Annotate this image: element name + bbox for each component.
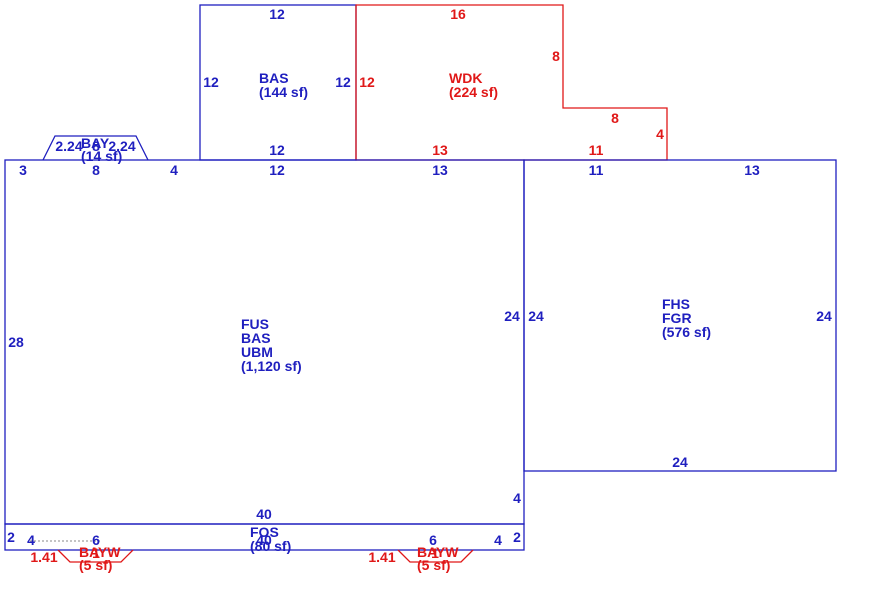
dim-main-bottom: 40	[256, 506, 272, 522]
dim-wdk-top: 16	[450, 6, 466, 22]
bayw-left-code: BAYW	[79, 544, 121, 560]
dim-fos-right: 2	[513, 529, 521, 545]
dim-bas-left: 12	[203, 74, 219, 90]
bay-top-outline	[42, 135, 149, 161]
dim-wdk-right: 8	[552, 48, 560, 64]
bayw-right-area: (5 sf)	[417, 557, 450, 573]
dim-main-top-b: 8	[92, 162, 100, 178]
dim-garage-right: 24	[816, 308, 832, 324]
dim-bay-top: 8	[92, 138, 100, 154]
wdk-area: (224 sf)	[449, 84, 498, 100]
dim-fos-c: 6	[429, 532, 437, 548]
dim-wdk-step: 8	[611, 110, 619, 126]
bayw-left-area: (5 sf)	[79, 557, 112, 573]
dim-bayw-left-a: 1	[92, 545, 100, 561]
bayw-left-outline	[57, 549, 134, 563]
dim-main-top-d: 12	[269, 162, 285, 178]
main-area: (1,120 sf)	[241, 358, 302, 374]
main-line3: UBM	[241, 344, 273, 360]
garage-line1: FHS	[662, 296, 690, 312]
dim-garage-top-a: 11	[589, 162, 604, 178]
fos-outline	[4, 523, 525, 551]
dim-bayw-right-diag: 1.41	[368, 549, 395, 565]
dim-main-top-e: 13	[432, 162, 448, 178]
dim-garage-bottom: 24	[672, 454, 688, 470]
dim-wdk-step-side: 4	[656, 126, 664, 142]
dim-fos-b: 6	[92, 532, 100, 548]
wdk-outline	[355, 4, 668, 161]
bas-top-area: (144 sf)	[259, 84, 308, 100]
dim-fos-d: 4	[494, 532, 502, 548]
dim-bay-right: 2.24	[108, 138, 135, 154]
fos-area: (80 sf)	[250, 538, 291, 554]
dim-wdk-bottom-a: 13	[432, 142, 448, 158]
dim-fos-mid: 40	[256, 532, 272, 548]
dim-wdk-bottom-b: 11	[589, 142, 604, 158]
dim-bas-right: 12	[335, 74, 351, 90]
dim-bay-left: 2.24	[55, 138, 82, 154]
garage-area: (576 sf)	[662, 324, 711, 340]
fos-code: FOS	[250, 524, 279, 540]
dim-main-right-small: 4	[513, 490, 521, 506]
dim-bas-bottom: 12	[269, 142, 285, 158]
bay-top-area: (14 sf)	[81, 148, 122, 164]
dim-bayw-left-diag: 1.41	[30, 549, 57, 565]
wdk-code: WDK	[449, 70, 482, 86]
dim-main-top-a: 3	[19, 162, 27, 178]
main-line1: FUS	[241, 316, 269, 332]
dim-main-top-c: 4	[170, 162, 178, 178]
dim-fos-a: 4	[27, 532, 35, 548]
bay-top-code: BAY	[81, 135, 110, 151]
dim-wdk-left: 12	[359, 74, 375, 90]
dim-bas-top: 12	[269, 6, 285, 22]
dim-main-right: 24	[504, 308, 520, 324]
garage-outline	[523, 159, 837, 472]
bayw-right-outline	[397, 549, 474, 563]
dim-main-left: 28	[8, 334, 24, 350]
main-line2: BAS	[241, 330, 271, 346]
dim-garage-top-b: 13	[744, 162, 760, 178]
garage-line2: FGR	[662, 310, 692, 326]
dim-garage-left: 24	[528, 308, 544, 324]
dim-fos-left: 2	[7, 529, 15, 545]
dim-bayw-right-a: 1	[431, 545, 439, 561]
bas-top-code: BAS	[259, 70, 289, 86]
bayw-right-code: BAYW	[417, 544, 459, 560]
